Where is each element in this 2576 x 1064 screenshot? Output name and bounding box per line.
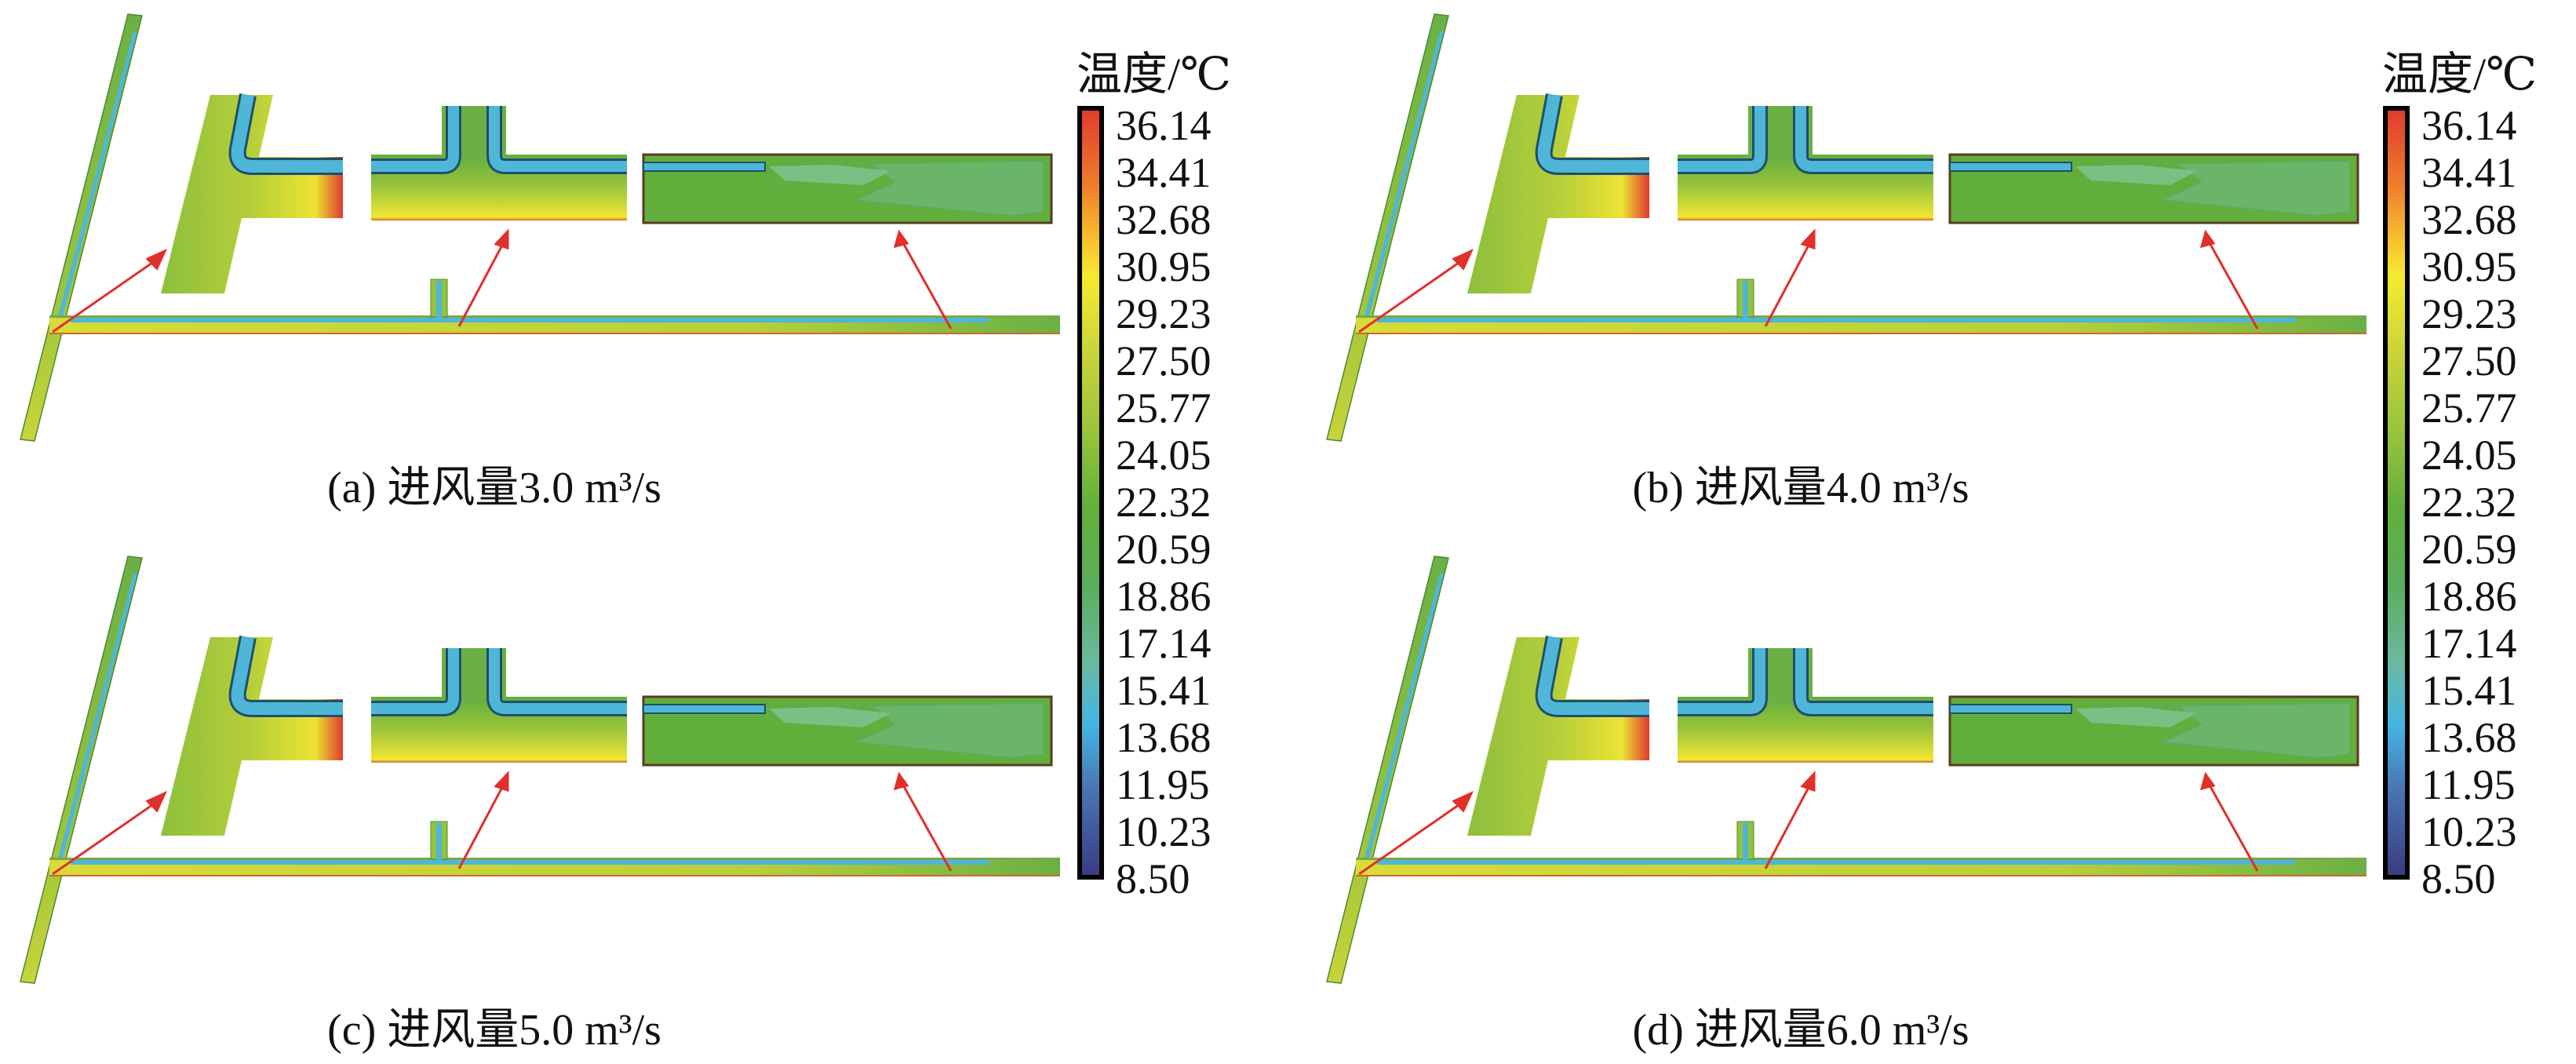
colorbar-tick-label: 22.32 <box>1116 479 1211 526</box>
colorbar-tick-label: 24.05 <box>1116 432 1211 479</box>
colorbar-tick-label: 20.59 <box>2421 526 2517 573</box>
colorbar-tick-label: 15.41 <box>1116 667 1211 714</box>
panel-b: (b) 进风量4.0 m³/s <box>1327 14 2366 512</box>
panel-c: (c) 进风量5.0 m³/s <box>20 556 1060 1055</box>
colorbar-left: 温度/℃ 36.1434.4132.6830.9529.2327.5025.77… <box>1077 49 1231 902</box>
colorbar-tick-label: 18.86 <box>2421 573 2517 620</box>
colorbar-tick-label: 25.77 <box>2421 384 2517 432</box>
colorbar-tick-label: 11.95 <box>2421 761 2516 808</box>
colorbar-tick-label: 34.41 <box>1116 149 1211 196</box>
colorbar-tick-label: 22.32 <box>2421 479 2517 526</box>
colorbar-tick-label: 20.59 <box>1116 526 1211 573</box>
colorbar-gradient <box>2383 106 2410 880</box>
colorbar-tick-label: 8.50 <box>2421 855 2496 902</box>
colorbar-tick-label: 18.86 <box>1116 573 1211 620</box>
panel-d: (d) 进风量6.0 m³/s <box>1327 556 2366 1055</box>
colorbar-title: 温度/℃ <box>2382 49 2537 100</box>
colorbar-tick-label: 15.41 <box>2421 667 2517 714</box>
colorbar-tick-label: 30.95 <box>1116 243 1211 290</box>
colorbar-tick-label: 32.68 <box>2421 196 2517 243</box>
colorbar-tick-label: 13.68 <box>1116 714 1211 761</box>
colorbar-right: 温度/℃ 36.1434.4132.6830.9529.2327.5025.77… <box>2382 49 2537 902</box>
colorbar-tick-label: 27.50 <box>1116 337 1211 384</box>
colorbar-tick-label: 32.68 <box>1116 196 1211 243</box>
colorbar-tick-label: 36.14 <box>2421 102 2517 149</box>
colorbar-tick-label: 25.77 <box>1116 384 1211 432</box>
colorbar-labels: 36.1434.4132.6830.9529.2327.5025.7724.05… <box>1116 102 1211 902</box>
tunnel-temperature-contour <box>20 14 1060 441</box>
colorbar-gradient <box>1077 106 1104 880</box>
panel-a: (a) 进风量3.0 m³/s <box>20 14 1060 512</box>
colorbar-tick-label: 24.05 <box>2421 432 2517 479</box>
tunnel-temperature-contour <box>20 556 1060 983</box>
colorbar-tick-label: 10.23 <box>1116 808 1211 855</box>
colorbar-tick-label: 36.14 <box>1116 102 1211 149</box>
colorbar-title: 温度/℃ <box>1077 49 1231 100</box>
tunnel-temperature-contour <box>1327 556 2366 983</box>
panel-caption: (c) 进风量5.0 m³/s <box>327 1006 661 1055</box>
colorbar-tick-label: 17.14 <box>2421 620 2517 667</box>
tunnel-temperature-contour <box>1327 14 2366 441</box>
panel-caption: (b) 进风量4.0 m³/s <box>1633 464 1969 512</box>
colorbar-tick-label: 10.23 <box>2421 808 2517 855</box>
colorbar-tick-label: 29.23 <box>2421 290 2517 337</box>
colorbar-tick-label: 27.50 <box>2421 337 2517 384</box>
colorbar-tick-label: 11.95 <box>1116 761 1210 808</box>
colorbar-tick-label: 34.41 <box>2421 149 2517 196</box>
panel-caption: (a) 进风量3.0 m³/s <box>327 464 661 512</box>
colorbar-tick-label: 30.95 <box>2421 243 2517 290</box>
colorbar-labels: 36.1434.4132.6830.9529.2327.5025.7724.05… <box>2421 102 2517 902</box>
colorbar-tick-label: 13.68 <box>2421 714 2517 761</box>
panel-caption: (d) 进风量6.0 m³/s <box>1633 1006 1969 1055</box>
colorbar-tick-label: 29.23 <box>1116 290 1211 337</box>
colorbar-tick-label: 8.50 <box>1116 855 1190 902</box>
colorbar-tick-label: 17.14 <box>1116 620 1211 667</box>
